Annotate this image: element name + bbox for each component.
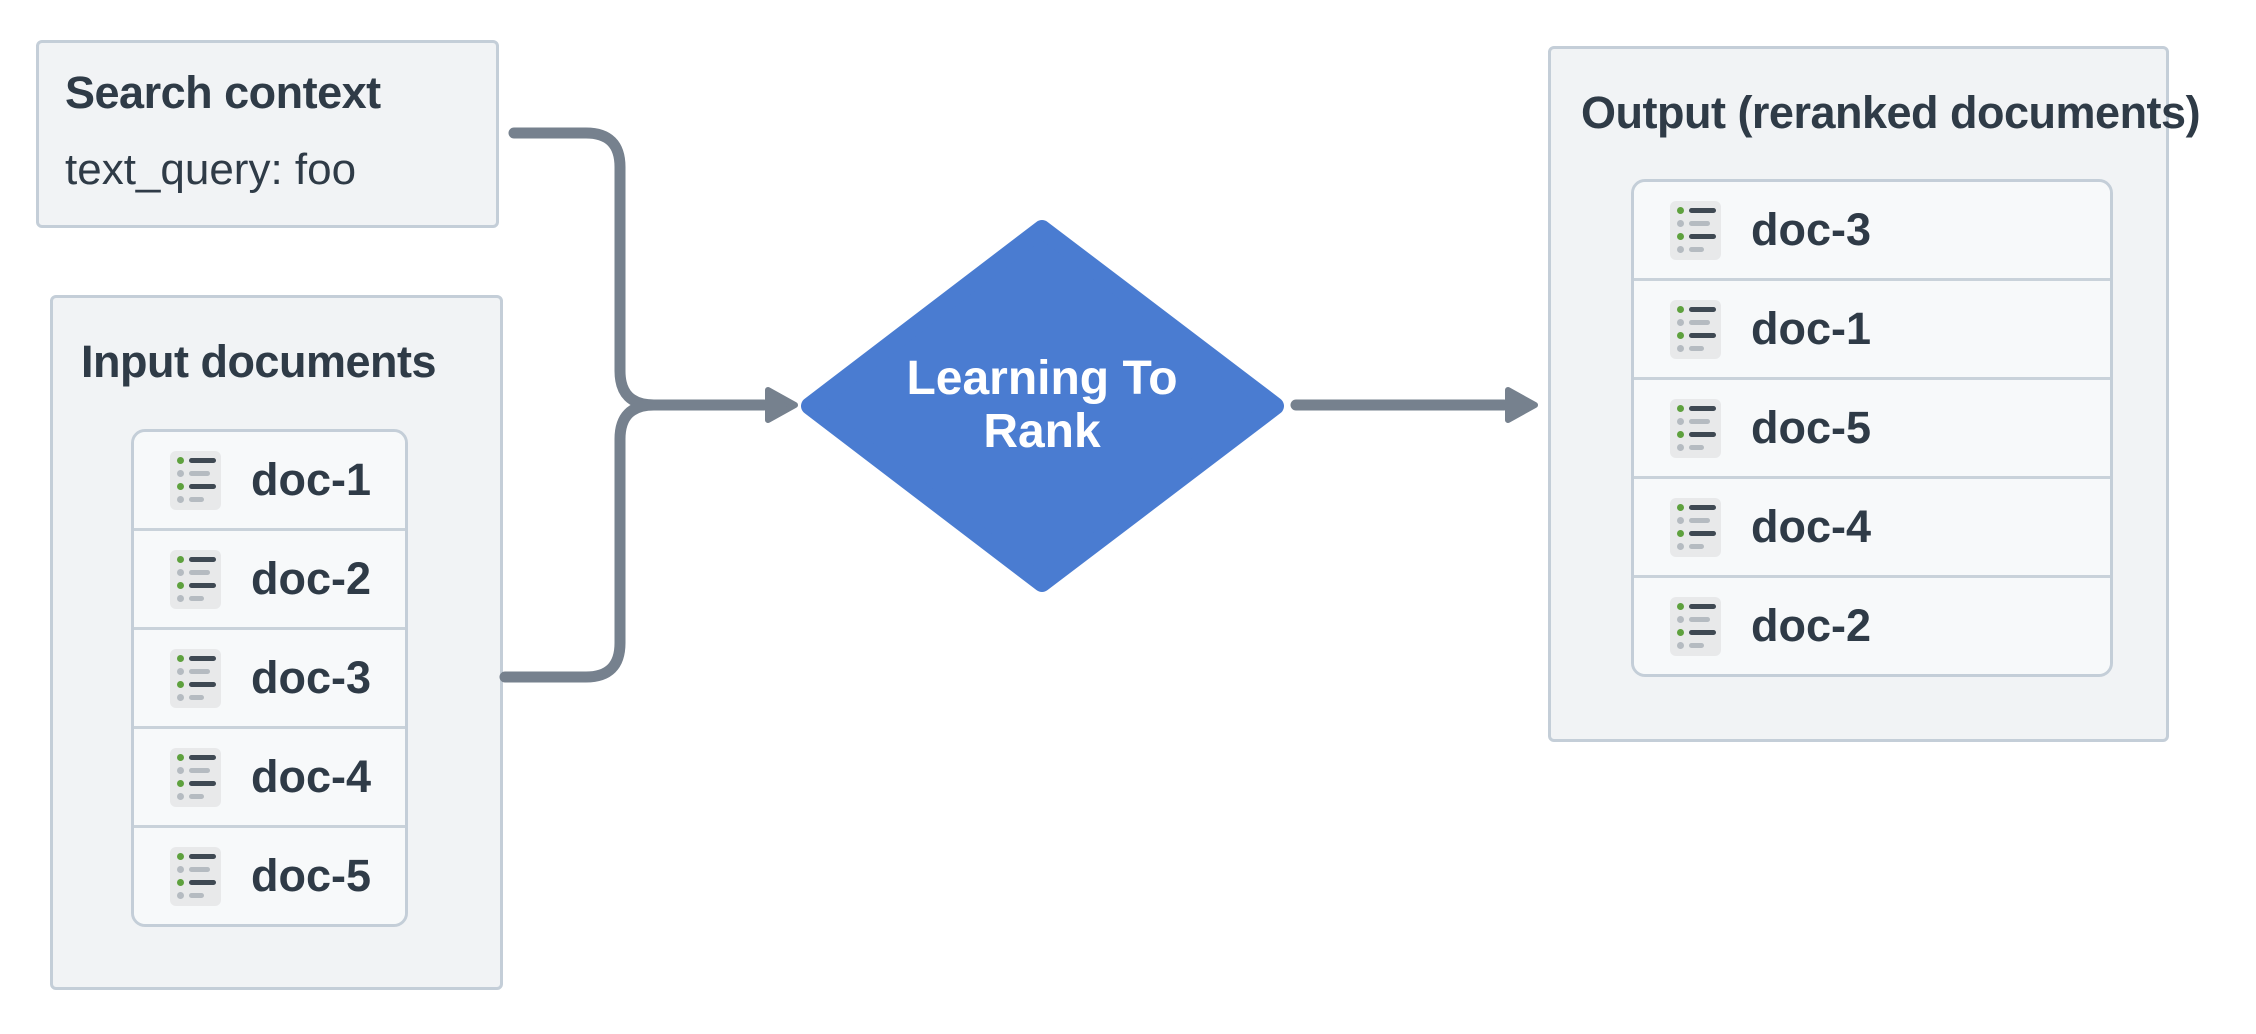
document-list-icon	[1670, 200, 1721, 260]
doc-label: doc-5	[1751, 402, 1872, 453]
arrowhead-into-diamond	[765, 387, 798, 423]
doc-label: doc-3	[251, 652, 372, 703]
output-documents-title: Output (reranked documents)	[1581, 87, 2201, 138]
doc-item: doc-1	[134, 432, 405, 528]
search-context-panel: Search context text_query: foo	[36, 40, 499, 228]
document-list-icon	[1670, 299, 1721, 359]
search-context-title: Search context	[65, 67, 381, 118]
input-documents-title: Input documents	[81, 336, 436, 387]
document-list-icon	[1670, 497, 1721, 557]
document-list-icon	[170, 549, 221, 609]
connector-from-input-documents	[499, 399, 660, 683]
doc-item: doc-3	[134, 627, 405, 726]
diamond-label: Learning To Rank	[906, 352, 1178, 458]
doc-item: doc-5	[1634, 377, 2110, 476]
doc-label: doc-1	[1751, 303, 1872, 354]
doc-label: doc-2	[1751, 600, 1872, 651]
doc-item: doc-3	[1634, 182, 2110, 278]
doc-label: doc-1	[251, 454, 372, 505]
input-documents-panel: Input documents doc-1 doc-2	[50, 295, 503, 990]
doc-label: doc-3	[1751, 204, 1872, 255]
document-list-icon	[170, 450, 221, 510]
doc-item: doc-2	[134, 528, 405, 627]
document-list-icon	[1670, 398, 1721, 458]
output-documents-list: doc-3 doc-1 doc-5	[1631, 179, 2113, 677]
document-list-icon	[170, 747, 221, 807]
doc-label: doc-5	[251, 850, 372, 901]
doc-item: doc-2	[1634, 575, 2110, 674]
connector-from-search-context	[508, 127, 660, 411]
output-documents-panel: Output (reranked documents) doc-3	[1548, 46, 2201, 742]
document-list-icon	[170, 846, 221, 906]
doc-label: doc-4	[251, 751, 372, 802]
document-list-icon	[1670, 596, 1721, 656]
arrowhead-into-output	[1505, 387, 1538, 423]
doc-item: doc-5	[134, 825, 405, 924]
doc-label: doc-2	[251, 553, 372, 604]
doc-item: doc-4	[134, 726, 405, 825]
doc-label: doc-4	[1751, 501, 1872, 552]
doc-item: doc-1	[1634, 278, 2110, 377]
doc-item: doc-4	[1634, 476, 2110, 575]
search-query-text: text_query: foo	[65, 145, 357, 194]
document-list-icon	[170, 648, 221, 708]
input-documents-list: doc-1 doc-2 doc-3	[131, 429, 408, 927]
